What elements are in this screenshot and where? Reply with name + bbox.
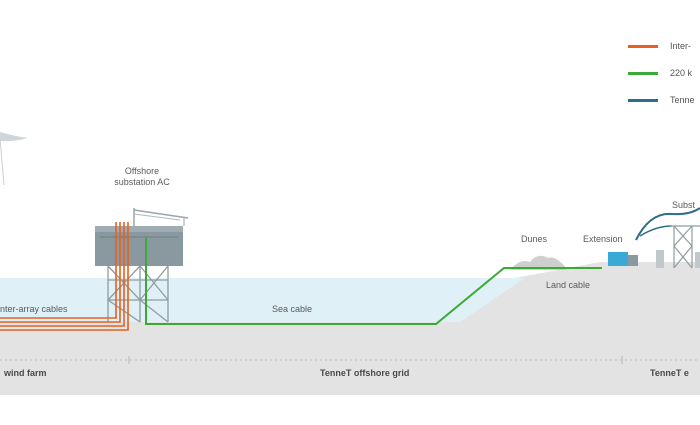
inter-array-cables-label: nter-array cables bbox=[0, 304, 68, 314]
offshore-substation-label: Offshore substation AC bbox=[110, 166, 174, 188]
substation-label: Subst bbox=[672, 200, 696, 210]
legend-item-220kv: 220 k bbox=[628, 67, 692, 79]
cable-220kv bbox=[145, 238, 602, 325]
legend-item-tennet: Tenne bbox=[628, 94, 695, 106]
land-cable-label: Land cable bbox=[546, 280, 591, 290]
dunes-shape bbox=[510, 255, 566, 270]
section-offshore-grid: TenneT offshore grid bbox=[320, 368, 410, 378]
sea-cable-label: Sea cable bbox=[272, 304, 313, 314]
legend-item-inter-array: Inter- bbox=[628, 40, 691, 52]
onshore-substation bbox=[635, 207, 700, 269]
legend-swatch-green bbox=[628, 71, 658, 75]
extension-box bbox=[608, 252, 628, 266]
legend-swatch-blue bbox=[628, 98, 658, 102]
wind-turbine-blade bbox=[0, 132, 28, 142]
section-onshore: TenneT e bbox=[650, 368, 689, 378]
inter-array-cables bbox=[0, 222, 129, 331]
legend-label: 220 k bbox=[670, 68, 693, 78]
offshore-substation-label-line1: Offshore bbox=[124, 166, 160, 176]
legend-label: Inter- bbox=[670, 41, 692, 51]
legend-label: Tenne bbox=[670, 95, 695, 105]
legend-swatch-orange bbox=[628, 44, 658, 48]
extension-label: Extension bbox=[583, 234, 623, 244]
seabed bbox=[0, 322, 460, 395]
section-wind-farm: wind farm bbox=[4, 368, 47, 378]
sea-area bbox=[0, 278, 525, 322]
offshore-substation-label-line2: substation AC bbox=[114, 177, 170, 187]
offshore-substation bbox=[95, 208, 189, 323]
dunes-label: Dunes bbox=[521, 234, 548, 244]
